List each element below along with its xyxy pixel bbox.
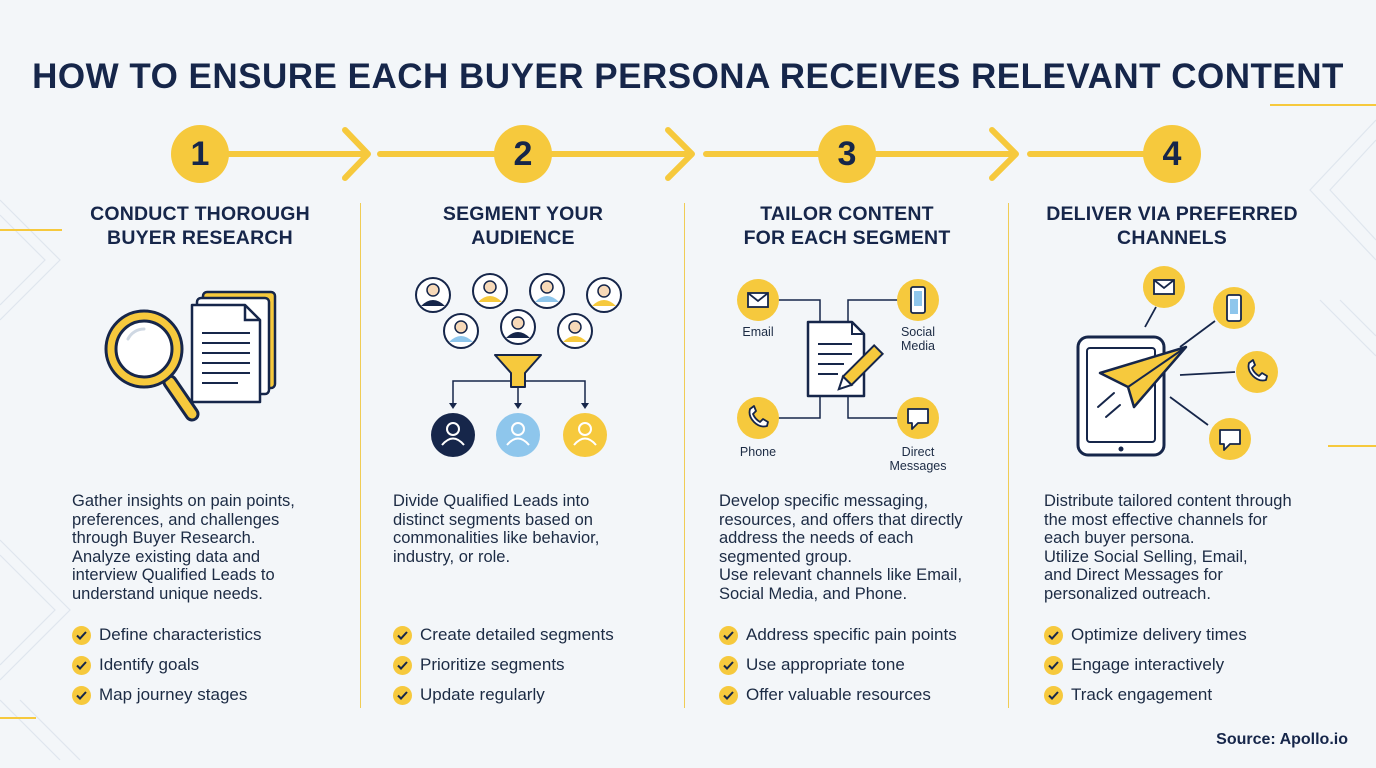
checklist-item: Identify goals bbox=[72, 650, 262, 680]
step-number-1: 1 bbox=[171, 125, 229, 183]
step-3-checklist: Address specific pain points Use appropr… bbox=[719, 620, 957, 710]
checklist-item: Track engagement bbox=[1044, 680, 1247, 710]
check-icon bbox=[719, 655, 738, 675]
checklist-item: Engage interactively bbox=[1044, 650, 1247, 680]
check-icon bbox=[1044, 655, 1063, 675]
audience-funnel-icon bbox=[415, 273, 622, 457]
channel-label-direct-messages: Direct Messages bbox=[882, 445, 954, 473]
channel-label-email: Email bbox=[742, 325, 774, 339]
step-4-checklist: Optimize delivery times Engage interacti… bbox=[1044, 620, 1247, 710]
checklist-item: Optimize delivery times bbox=[1044, 620, 1247, 650]
checklist-item: Offer valuable resources bbox=[719, 680, 957, 710]
check-icon bbox=[1044, 625, 1063, 645]
check-icon bbox=[393, 685, 412, 705]
step-number-3: 3 bbox=[818, 125, 876, 183]
checklist-item: Define characteristics bbox=[72, 620, 262, 650]
page-title: HOW TO ENSURE EACH BUYER PERSONA RECEIVE… bbox=[32, 57, 1344, 97]
checklist-item: Map journey stages bbox=[72, 680, 262, 710]
content-channels-icon bbox=[737, 279, 939, 439]
check-icon bbox=[72, 655, 91, 675]
check-icon bbox=[72, 625, 91, 645]
channel-label-social-media: Social Media bbox=[889, 325, 947, 353]
check-icon bbox=[393, 655, 412, 675]
channel-label-phone: Phone bbox=[739, 445, 777, 459]
channel-label-direct-messages-text: Direct Messages bbox=[889, 445, 947, 473]
column-divider bbox=[360, 203, 361, 708]
source-credit: Source: Apollo.io bbox=[1216, 731, 1348, 748]
process-flow-arrows bbox=[225, 127, 1147, 181]
step-3-description: Develop specific messaging,resources, an… bbox=[719, 492, 963, 603]
channel-label-social-media-text: Social Media bbox=[900, 325, 936, 353]
magnifier-documents-icon bbox=[104, 290, 277, 422]
checklist-item: Update regularly bbox=[393, 680, 614, 710]
check-icon bbox=[72, 685, 91, 705]
tablet-paper-plane-icon bbox=[1076, 266, 1278, 460]
step-number-2: 2 bbox=[494, 125, 552, 183]
step-2-checklist: Create detailed segments Prioritize segm… bbox=[393, 620, 614, 710]
step-number-4: 4 bbox=[1143, 125, 1201, 183]
column-divider bbox=[684, 203, 685, 708]
checklist-item: Use appropriate tone bbox=[719, 650, 957, 680]
column-divider bbox=[1008, 203, 1009, 708]
checklist-item: Create detailed segments bbox=[393, 620, 614, 650]
step-1-description: Gather insights on pain points,preferenc… bbox=[72, 492, 295, 603]
check-icon bbox=[393, 625, 412, 645]
check-icon bbox=[1044, 685, 1063, 705]
check-icon bbox=[719, 625, 738, 645]
checklist-item: Address specific pain points bbox=[719, 620, 957, 650]
checklist-item: Prioritize segments bbox=[393, 650, 614, 680]
check-icon bbox=[719, 685, 738, 705]
step-1-checklist: Define characteristics Identify goals Ma… bbox=[72, 620, 262, 710]
